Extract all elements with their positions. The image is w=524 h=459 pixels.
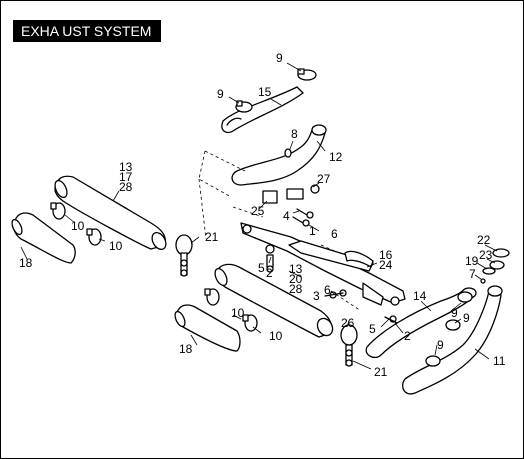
callout-16: 16 bbox=[379, 248, 393, 262]
diagram-title: EXHA UST SYSTEM bbox=[13, 20, 161, 42]
callout-9: 9 bbox=[437, 338, 444, 352]
callout-5: 5 bbox=[258, 261, 265, 275]
callout-10: 10 bbox=[109, 239, 123, 253]
callout-24: 24 bbox=[379, 258, 393, 272]
callout-17: 17 bbox=[119, 170, 133, 184]
callout-20: 20 bbox=[289, 272, 303, 286]
clamp-r1 bbox=[457, 291, 473, 303]
clamp-top bbox=[297, 68, 317, 81]
muffler-tip-upper bbox=[11, 212, 76, 264]
callout-11: 11 bbox=[493, 354, 506, 368]
callout-15: 15 bbox=[258, 85, 272, 99]
callout-22: 22 bbox=[477, 233, 491, 247]
callout-23: 23 bbox=[479, 248, 493, 262]
callout-5: 5 bbox=[369, 322, 376, 336]
muffler-upper bbox=[54, 175, 167, 251]
clamp-10-c bbox=[204, 288, 220, 306]
callout-10: 10 bbox=[269, 329, 283, 343]
crossover-bracket bbox=[240, 222, 406, 306]
clamp-10-a bbox=[50, 202, 66, 220]
gasket-8 bbox=[284, 148, 292, 158]
callout-19: 19 bbox=[465, 254, 479, 268]
callout-28: 28 bbox=[289, 282, 303, 296]
callout-13: 13 bbox=[289, 262, 303, 276]
rear-header-pipe bbox=[231, 124, 327, 186]
muffler-tip-lower bbox=[174, 304, 241, 352]
callout-14: 14 bbox=[413, 289, 427, 303]
bolts-mid bbox=[324, 289, 347, 299]
callout-10: 10 bbox=[71, 219, 85, 233]
callout-18: 18 bbox=[179, 342, 193, 356]
bolts-upper bbox=[292, 208, 314, 227]
callout-28: 28 bbox=[119, 180, 133, 194]
callout-21: 21 bbox=[205, 230, 219, 244]
header-pipe-11 bbox=[401, 285, 503, 395]
callout-12: 12 bbox=[329, 150, 343, 164]
clamp-10-d bbox=[242, 314, 258, 332]
callout-8: 8 bbox=[291, 127, 298, 141]
callout-9: 9 bbox=[451, 306, 458, 320]
callout-21: 21 bbox=[374, 365, 388, 379]
callout-1: 1 bbox=[309, 224, 316, 238]
callout-18: 18 bbox=[19, 256, 33, 270]
bracket-21-top bbox=[175, 234, 193, 277]
callout-9: 9 bbox=[217, 87, 224, 101]
callout-26: 26 bbox=[341, 316, 355, 330]
callout-9: 9 bbox=[463, 311, 470, 325]
bolts-right bbox=[384, 315, 398, 324]
callout-4: 4 bbox=[283, 209, 290, 223]
callout-10: 10 bbox=[231, 306, 245, 320]
clamp-r3 bbox=[425, 355, 441, 367]
muffler-lower bbox=[214, 263, 334, 338]
leader-lines bbox=[20, 62, 498, 370]
callout-25: 25 bbox=[251, 204, 265, 218]
clamp-mid bbox=[235, 100, 253, 113]
callout-7: 7 bbox=[469, 267, 476, 281]
callout-3: 3 bbox=[313, 289, 320, 303]
callout-6: 6 bbox=[331, 227, 338, 241]
callout-9: 9 bbox=[276, 51, 283, 65]
bracket-25 bbox=[262, 184, 320, 204]
clamp-10-b bbox=[86, 228, 102, 246]
bracket-21-bottom bbox=[340, 324, 358, 367]
callout-6: 6 bbox=[324, 283, 331, 297]
callout-27: 27 bbox=[317, 172, 331, 186]
callout-13: 13 bbox=[119, 160, 133, 174]
callout-2: 2 bbox=[266, 266, 273, 280]
clamp-r2 bbox=[445, 319, 461, 331]
callout-2: 2 bbox=[404, 329, 411, 343]
